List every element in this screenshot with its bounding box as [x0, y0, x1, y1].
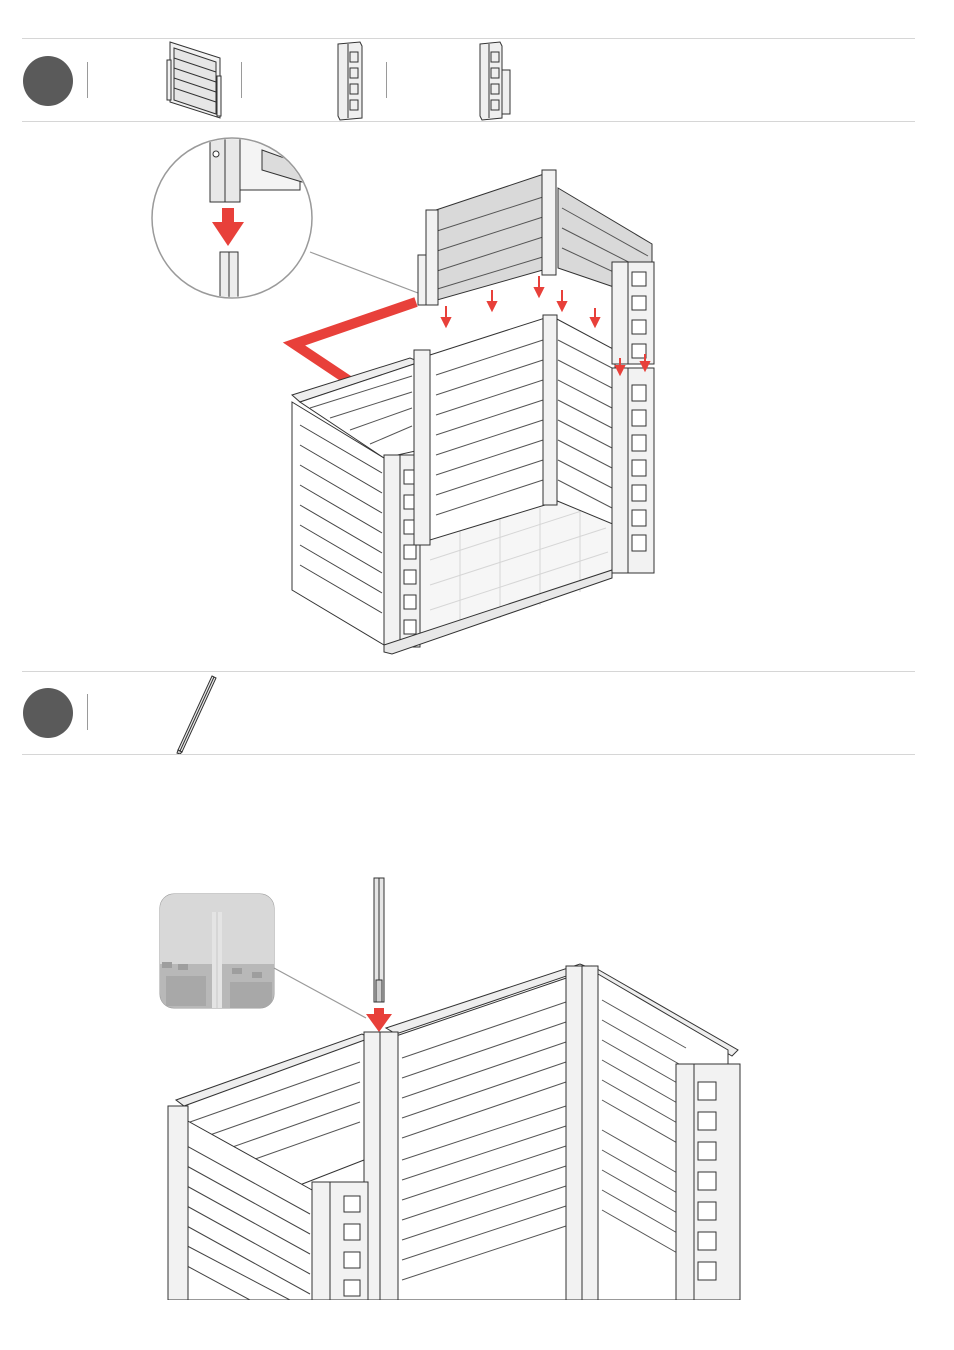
header-divider-bottom: [22, 754, 915, 755]
separator: [87, 694, 88, 730]
step-1-illustration: [0, 0, 954, 670]
detail-photo: [160, 894, 366, 1018]
rod: [374, 878, 384, 1002]
lower-box: [292, 315, 654, 654]
header-divider-top: [22, 671, 915, 672]
step-2-illustration: [0, 860, 954, 1300]
raised-box: [168, 964, 740, 1300]
detail-magnifier: [152, 138, 418, 302]
step-badge-2: [23, 688, 73, 738]
metal-rod-icon: [168, 672, 222, 756]
